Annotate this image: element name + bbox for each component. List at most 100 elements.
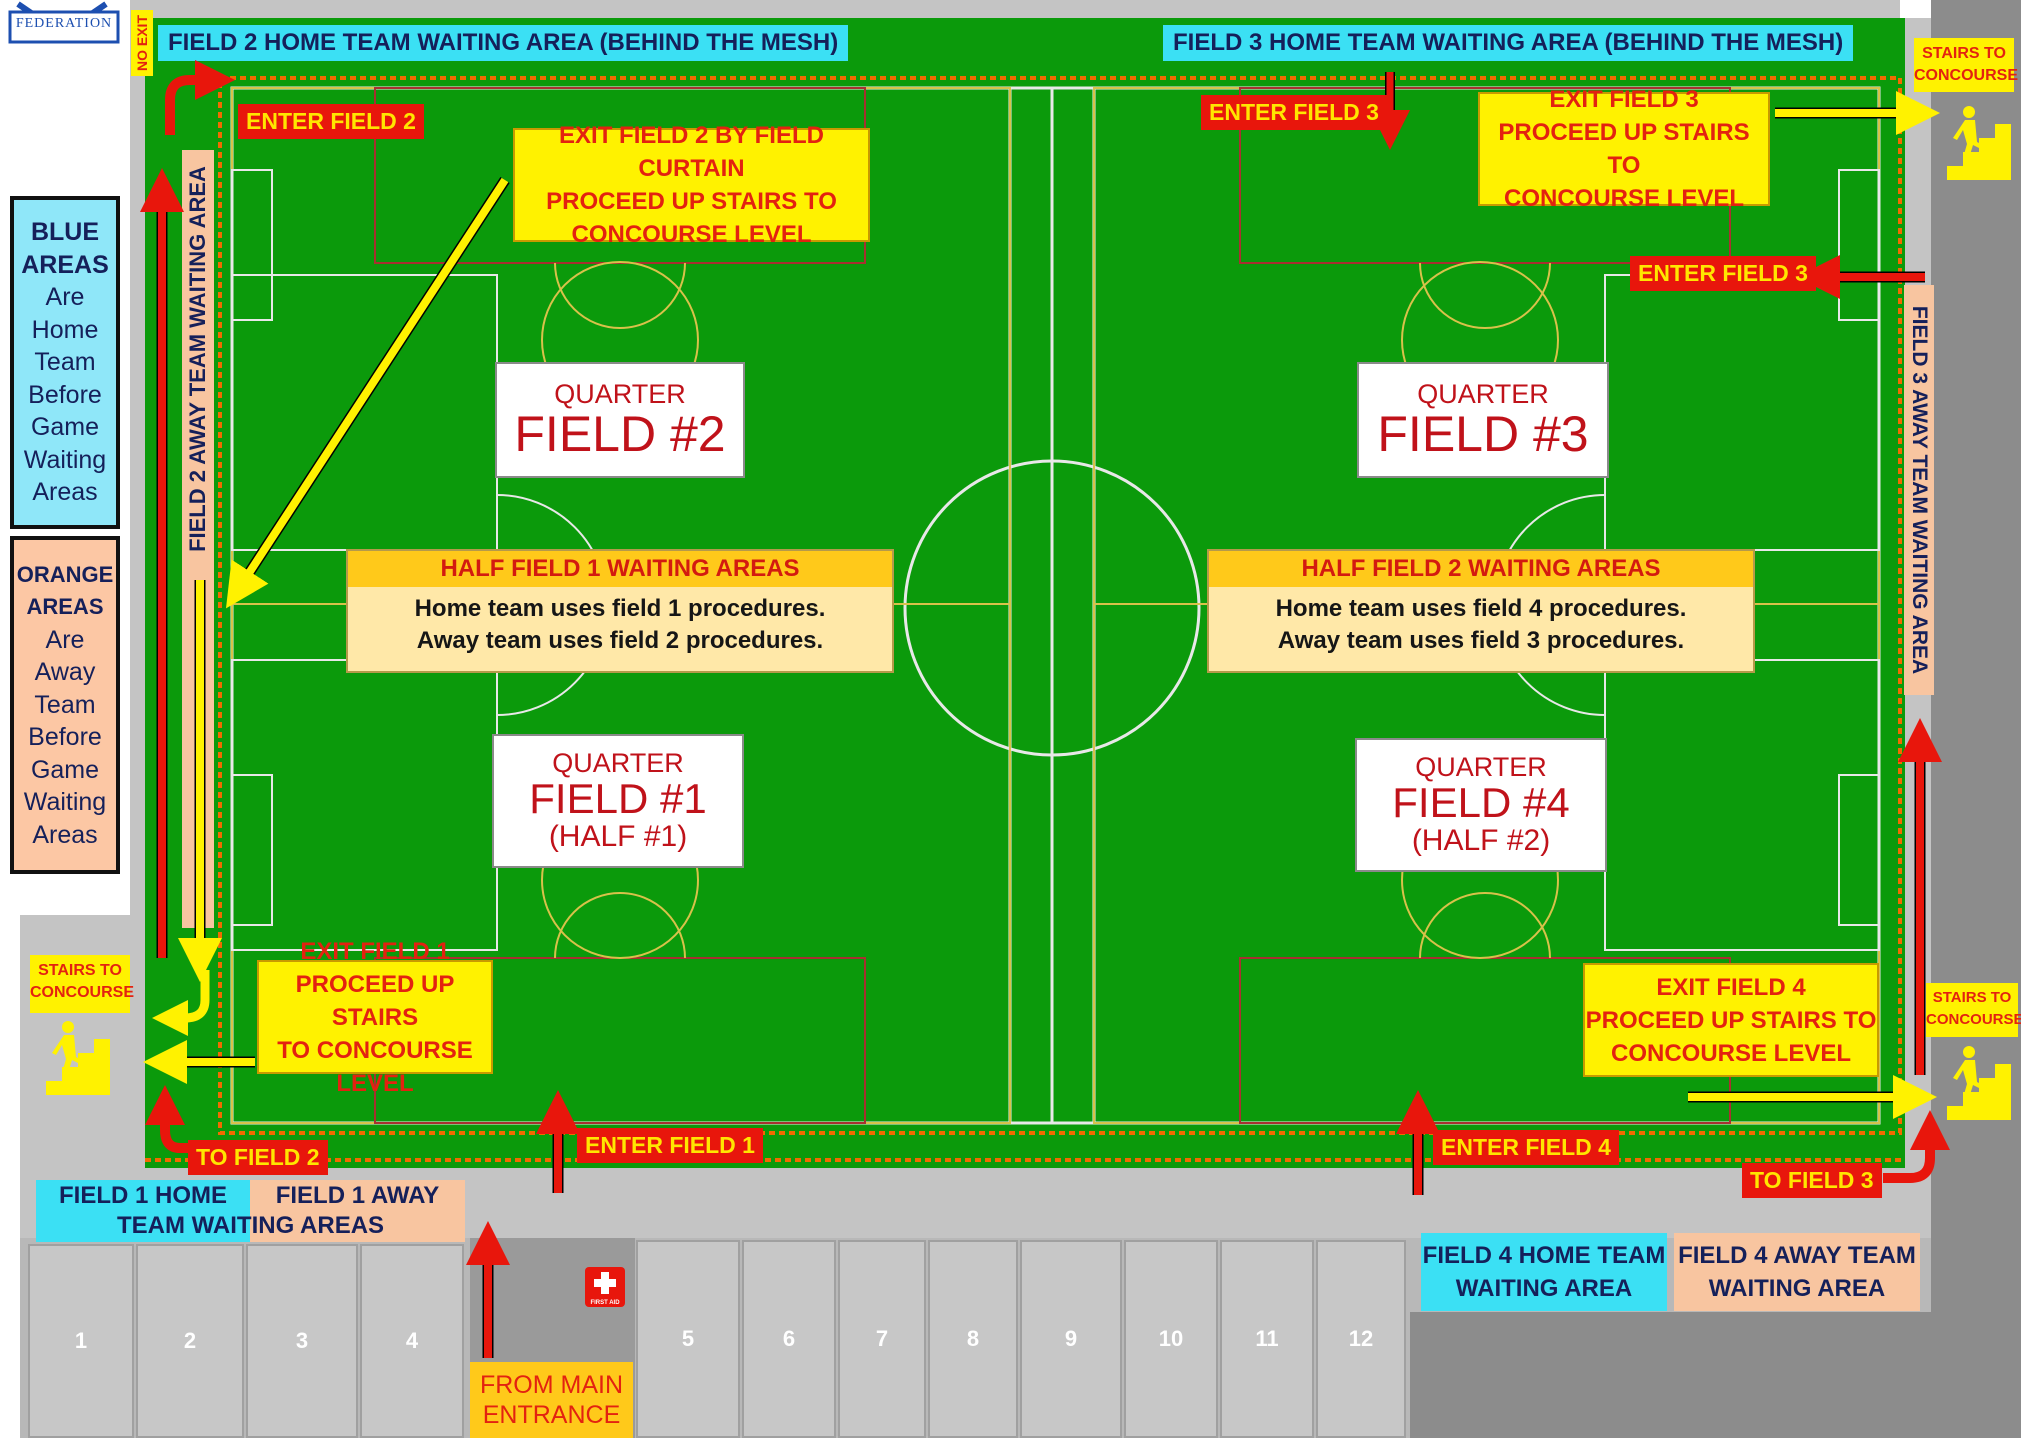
half-field1-waiting-box: HALF FIELD 1 WAITING AREAS Home team use… <box>346 549 894 673</box>
exit-field4-callout: EXIT FIELD 4 PROCEED UP STAIRS TO CONCOU… <box>1583 963 1879 1077</box>
legend-orange-line: Away <box>34 658 96 687</box>
half-field2-waiting-box: HALF FIELD 2 WAITING AREAS Home team use… <box>1207 549 1755 673</box>
to-field3-tag: TO FIELD 3 <box>1742 1163 1882 1198</box>
no-exit-tag: NO EXIT <box>131 10 153 76</box>
legend-orange-line: AREAS <box>26 594 104 620</box>
field3-name: FIELD #3 <box>1377 405 1589 462</box>
stairs-top-right-label: STAIRS TO CONCOURSE <box>1914 38 2019 92</box>
exit-field1-line: PROCEED UP STAIRS <box>295 970 455 1031</box>
right-dark-edge <box>1931 0 2021 1438</box>
main-entrance-line: ENTRANCE <box>482 1401 621 1429</box>
first-aid-cross-icon <box>594 1272 616 1294</box>
to-field2-tag: TO FIELD 2 <box>188 1140 328 1175</box>
field4-card: QUARTER FIELD #4 (HALF #2) <box>1355 738 1607 872</box>
field1-quarter: QUARTER <box>552 748 684 779</box>
stall-7: 7 <box>838 1240 926 1438</box>
field4-home-line: WAITING AREA <box>1455 1275 1633 1302</box>
legend-orange-line: Are <box>45 625 85 654</box>
stairs-icon <box>1941 1040 2013 1126</box>
arrow-curve-field2 <box>165 60 235 135</box>
legend-blue-areas: BLUE AREAS Are Home Team Before Game Wai… <box>10 196 120 529</box>
exit-field2-line: EXIT FIELD 2 BY FIELD CURTAIN <box>559 122 824 182</box>
field3-away-waiting-area: FIELD 3 AWAY TEAM WAITING AREA <box>1904 285 1934 695</box>
stall-9: 9 <box>1020 1240 1122 1438</box>
exit-field1-line: TO CONCOURSE LEVEL <box>277 1036 473 1097</box>
legend-blue-line: BLUE <box>30 218 100 247</box>
field4-away-line: WAITING AREA <box>1708 1275 1886 1302</box>
stairs-icon <box>46 1021 110 1095</box>
arrow-to-field3 <box>1883 1110 1950 1183</box>
federation-logo: FEDERATION <box>0 0 125 46</box>
stall-10: 10 <box>1124 1240 1218 1438</box>
stall-5: 5 <box>636 1240 740 1438</box>
field4-home-line: FIELD 4 HOME TEAM <box>1422 1242 1666 1269</box>
bottom-dark-area <box>1410 1312 1931 1438</box>
field4-half: (HALF #2) <box>1411 824 1551 858</box>
enter-field2-tag: ENTER FIELD 2 <box>238 104 424 139</box>
logo-text: FEDERATION <box>15 16 113 31</box>
field3-card: QUARTER FIELD #3 <box>1357 362 1609 478</box>
legend-orange-line: ORANGE <box>16 561 114 587</box>
legend-orange-line: Before <box>28 723 102 752</box>
exit-field4-line: EXIT FIELD 4 <box>1656 973 1806 1001</box>
stairs-line: CONCOURSE <box>1914 67 2019 84</box>
legend-blue-line: Home <box>31 315 99 344</box>
field4-away-line: FIELD 4 AWAY TEAM <box>1678 1242 1916 1269</box>
legend-blue-line: AREAS <box>21 250 109 279</box>
legend-orange-line: Team <box>34 690 96 719</box>
arrow-yellow-curve <box>152 970 210 1036</box>
half-field1-home: Home team uses field 1 procedures. <box>414 595 826 622</box>
legend-orange-areas: ORANGE AREAS Are Away Team Before Game W… <box>10 536 120 874</box>
logo-emblem-icon <box>8 1 120 44</box>
legend-blue-line: Areas <box>32 478 98 507</box>
legend-blue-line: Are <box>45 283 85 312</box>
first-aid-sign: FIRST AID <box>585 1267 625 1307</box>
field2-quarter: QUARTER <box>554 378 686 409</box>
field1-away-waiting-area <box>250 1180 465 1242</box>
field1-home-label: FIELD 1 HOME <box>58 1182 227 1209</box>
field3-quarter: QUARTER <box>1417 378 1549 409</box>
stall-11: 11 <box>1220 1240 1314 1438</box>
field1-name: FIELD #1 <box>529 775 707 823</box>
field4-quarter: QUARTER <box>1415 752 1547 783</box>
stairs-line: STAIRS TO <box>1932 989 2012 1006</box>
field1-home-waiting-area <box>36 1180 250 1242</box>
exit-field1-line: EXIT FIELD 1 <box>300 937 450 965</box>
stairs-line: STAIRS TO <box>38 962 122 979</box>
exit-field2-callout: EXIT FIELD 2 BY FIELD CURTAIN PROCEED UP… <box>513 122 870 248</box>
half-field1-away: Away team uses field 2 procedures. <box>416 627 824 654</box>
legend-orange-line: Waiting <box>23 788 107 817</box>
stall-1: 1 <box>28 1244 134 1438</box>
stall-4: 4 <box>360 1244 464 1438</box>
stall-6: 6 <box>742 1240 836 1438</box>
exit-field3-callout: EXIT FIELD 3 PROCEED UP STAIRS TO CONCOU… <box>1478 86 1770 212</box>
exit-field4-line: PROCEED UP STAIRS TO <box>1585 1006 1877 1034</box>
enter-field1-tag: ENTER FIELD 1 <box>577 1128 763 1163</box>
stall-8: 8 <box>928 1240 1018 1438</box>
half-field1-title: HALF FIELD 1 WAITING AREAS <box>348 551 892 587</box>
legend-orange-line: Game <box>30 755 100 784</box>
field2-card: QUARTER FIELD #2 <box>495 362 745 478</box>
stall-12: 12 <box>1316 1240 1406 1438</box>
legend-blue-line: Team <box>34 348 96 377</box>
exit-field1-callout: EXIT FIELD 1 PROCEED UP STAIRS TO CONCOU… <box>257 938 493 1097</box>
field1-card: QUARTER FIELD #1 (HALF #1) <box>492 734 744 868</box>
main-entrance-label: FROM MAIN ENTRANCE <box>470 1362 633 1438</box>
field2-home-waiting-area: FIELD 2 HOME TEAM WAITING AREA (BEHIND T… <box>158 25 849 61</box>
half-field2-home: Home team uses field 4 procedures. <box>1275 595 1687 622</box>
first-aid-label: FIRST AID <box>590 1300 620 1306</box>
stairs-line: CONCOURSE <box>30 984 135 1001</box>
field1-team-waiting-label: TEAM WAITING AREAS <box>116 1212 385 1239</box>
exit-field2-line: CONCOURSE LEVEL <box>571 221 812 248</box>
enter-field3-top-tag: ENTER FIELD 3 <box>1201 95 1387 130</box>
field1-half: (HALF #1) <box>548 820 688 854</box>
enter-field4-tag: ENTER FIELD 4 <box>1433 1130 1619 1165</box>
field4-home-waiting-area: FIELD 4 HOME TEAM WAITING AREA <box>1421 1233 1667 1311</box>
stairs-line: STAIRS TO <box>1922 45 2006 62</box>
stairs-left-label: STAIRS TO CONCOURSE <box>30 955 135 1013</box>
stairs-bottom-right-label: STAIRS TO CONCOURSE <box>1926 983 2021 1037</box>
field3-home-waiting-area: FIELD 3 HOME TEAM WAITING AREA (BEHIND T… <box>1163 25 1854 61</box>
exit-field3-line: EXIT FIELD 3 <box>1549 86 1699 113</box>
exit-field4-line: CONCOURSE LEVEL <box>1610 1039 1852 1067</box>
stall-3: 3 <box>246 1244 358 1438</box>
